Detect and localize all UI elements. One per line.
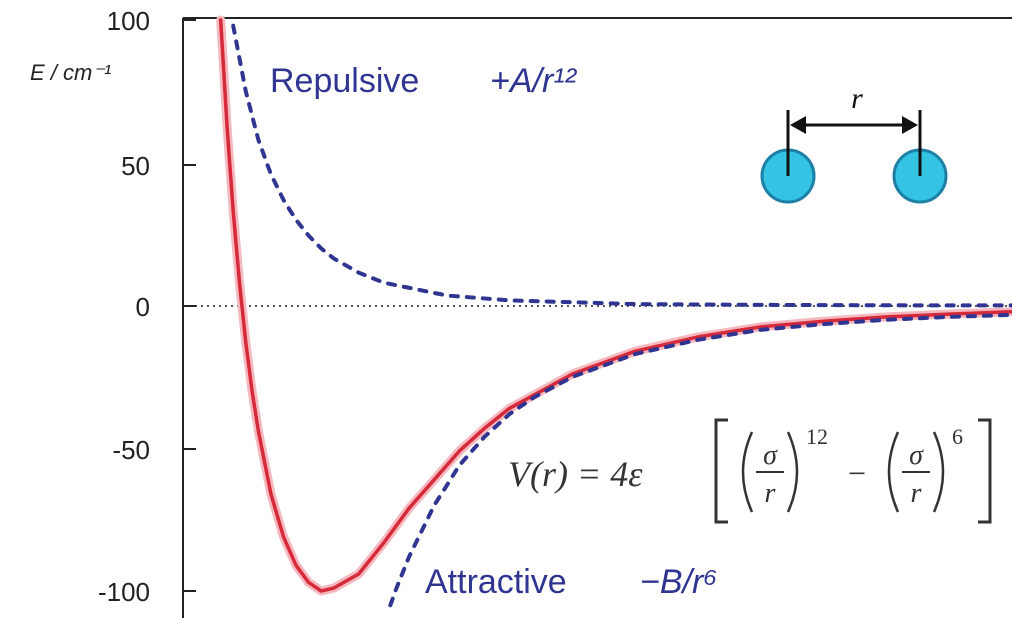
y-tick-label-0: 0 — [136, 292, 150, 322]
y-ticks: 100 50 0 -50 -100 — [98, 6, 196, 607]
repulsive-label: Repulsive — [270, 62, 419, 100]
attractive-label: Attractive — [425, 563, 567, 601]
equation-paren-1-right — [786, 431, 799, 513]
equation-right-bracket — [978, 418, 992, 524]
equation-minus: − — [848, 455, 866, 491]
equation-left-bracket — [714, 418, 728, 524]
equation-r-2: r — [911, 478, 922, 509]
distance-arrow-right-head — [902, 116, 918, 134]
plot-frame — [182, 17, 1012, 618]
repulsive-formula: +A/r¹² — [490, 62, 578, 100]
distance-r-label: r — [851, 82, 863, 115]
equation-exponent-6: 6 — [952, 424, 963, 449]
lj-series-line — [218, 18, 1012, 593]
equation-paren-2-right — [932, 431, 945, 513]
repulsive-series-line — [231, 23, 1012, 308]
equation-exponent-12: 12 — [806, 424, 828, 449]
equation-paren-2-left — [887, 431, 900, 513]
attractive-formula: −B/r⁶ — [640, 563, 717, 601]
equation-lhs: V(r) = 4ε — [508, 454, 643, 494]
lj-equation: V(r) = 4ε σ r 12 − σ r 6 — [508, 418, 992, 524]
y-tick-label-50: 50 — [121, 151, 150, 181]
atom-separation-diagram: r — [760, 82, 948, 204]
equation-r-1: r — [765, 478, 776, 509]
series-layer — [216, 15, 1012, 608]
equation-sigma-1: σ — [763, 440, 778, 471]
y-axis-label: E / cm⁻¹ — [30, 60, 111, 85]
y-tick-label-minus50: -50 — [112, 435, 150, 465]
equation-sigma-2: σ — [909, 440, 924, 471]
equation-paren-1-left — [741, 431, 754, 513]
y-tick-label-100: 100 — [107, 6, 150, 36]
y-tick-label-minus100: -100 — [98, 577, 150, 607]
distance-arrow-left-head — [790, 116, 806, 134]
attractive-series-line — [388, 312, 1012, 608]
